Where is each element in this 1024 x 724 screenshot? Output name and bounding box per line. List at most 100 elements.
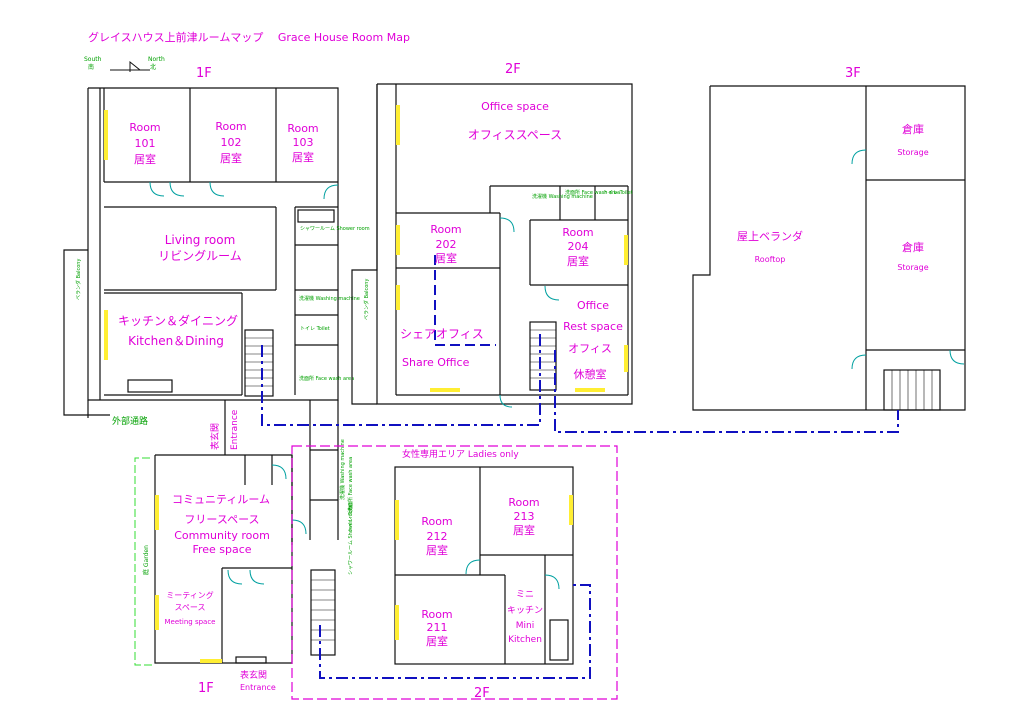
room-211: Room 211 居室 — [421, 608, 452, 648]
main-1f — [63, 87, 339, 540]
plan-label: Room — [129, 121, 160, 134]
plan-label: Storage — [897, 263, 928, 272]
share-office-jp: シェアオフィス — [400, 327, 484, 341]
meeting-space: ミーティング スペース Meeting space — [165, 590, 216, 626]
storage-2: 倉庫 Storage — [897, 240, 928, 272]
plan-label: 102 — [221, 136, 242, 149]
plan-label: Kitchen — [508, 635, 542, 645]
toilet-2f: トイレ Toilet — [603, 190, 633, 196]
plan-label: 居室 — [513, 523, 535, 537]
plan-label: 居室 — [426, 543, 448, 557]
floor-1f-top: 1F — [196, 66, 212, 81]
garden-label: 庭 Garden — [142, 545, 150, 575]
entrance-annex-en: Entrance — [240, 683, 276, 692]
plan-label: 倉庫 — [902, 240, 924, 254]
floor-3f-top: 3F — [845, 66, 861, 81]
compass: South 南 North 北 — [84, 56, 165, 72]
plan-label: Office space — [481, 100, 549, 113]
plan-label: Kitchen＆Dining — [128, 334, 224, 348]
share-office-en: Share Office — [402, 356, 470, 369]
office-rest-space: Office Rest space オフィス 休憩室 — [563, 299, 623, 381]
plan-label: 居室 — [292, 150, 314, 164]
plan-label: Room — [215, 120, 246, 133]
community-room: コミュニティルーム フリースペース Community room Free sp… — [172, 493, 270, 556]
face-wash-1f: 洗面所 Face wash area — [299, 375, 354, 382]
stair-connection-lines — [261, 330, 899, 679]
plan-label: 屋上ベランダ — [737, 229, 803, 243]
plan-label: キッチン — [507, 605, 543, 616]
washing-1f: 洗濯機 Washing machine — [299, 295, 360, 302]
plan-label: 202 — [436, 238, 457, 251]
compass-south: South — [84, 56, 102, 63]
room-213: Room 213 居室 — [508, 496, 539, 537]
room-212: Room 212 居室 — [421, 515, 452, 557]
plan-label: Rest space — [563, 320, 623, 333]
plan-label: 213 — [514, 510, 535, 523]
compass-north: North — [148, 56, 165, 63]
face-wash-2f: 洗面所 Face wash area — [565, 189, 620, 196]
plan-label: オフィススペース — [468, 128, 562, 142]
plan-label: スペース — [174, 603, 205, 612]
shower-1f: シャワールーム Shower room — [300, 226, 370, 232]
plan-label: Community room — [174, 529, 270, 542]
room-202: Room 202 居室 — [430, 223, 461, 265]
office-space: Office space オフィススペース — [468, 100, 562, 142]
washing-annex: 洗濯機 Washing machine — [339, 439, 346, 500]
floor-3f — [692, 85, 966, 411]
plan-label: 204 — [568, 240, 589, 253]
plan-label: Room — [287, 122, 318, 135]
room-101: Room 101 居室 — [129, 121, 160, 166]
plan-label: Free space — [192, 543, 251, 556]
plan-label: 居室 — [134, 152, 156, 166]
plan-label: 倉庫 — [902, 122, 924, 136]
plan-label: リビングルーム — [158, 249, 242, 263]
kitchen-dining: キッチン＆ダイニング Kitchen＆Dining — [118, 313, 238, 348]
plan-label: Storage — [897, 148, 928, 157]
toilet-annex: トイレ Toilet — [348, 502, 354, 532]
plan-label: ミーティング — [166, 590, 214, 600]
balcony-1f: ベランダ Balcony — [75, 259, 82, 300]
balcony-2f: ベランダ Balcony — [363, 279, 370, 320]
plan-label: Living room — [165, 233, 236, 247]
annex-1f — [134, 449, 338, 666]
annex-2f — [394, 466, 574, 665]
storage-1: 倉庫 Storage — [897, 122, 928, 157]
face-wash-annex: 洗面所 Face wash area — [347, 457, 354, 512]
plan-label: 101 — [135, 137, 156, 150]
plan-label: フリースペース — [184, 513, 259, 526]
plan-label: 休憩室 — [574, 367, 607, 381]
floor-1f-bottom: 1F — [198, 681, 214, 696]
plan-label: 211 — [427, 621, 448, 634]
plan-label: 居室 — [426, 634, 448, 648]
rooftop: 屋上ベランダ Rooftop — [737, 229, 803, 264]
page-title: グレイスハウス上前津ルームマップ Grace House Room Map — [88, 30, 410, 44]
room-204: Room 204 居室 — [562, 226, 593, 268]
plan-label: オフィス — [568, 342, 612, 355]
ladies-only-label: 女性専用エリア Ladies only — [402, 448, 519, 460]
plan-label: Room — [430, 223, 461, 236]
outer-path: 外部通路 — [112, 415, 148, 427]
plan-label: Room — [508, 496, 539, 509]
entrance-annex-jp: 表玄関 — [240, 669, 267, 681]
toilet-1f: トイレ Toilet — [300, 326, 330, 332]
plan-label: キッチン＆ダイニング — [118, 313, 238, 328]
plan-label: 212 — [427, 530, 448, 543]
plan-label: Room — [421, 515, 452, 528]
mini-kitchen: ミニ キッチン Mini Kitchen — [507, 590, 543, 645]
floor-2f-bottom: 2F — [474, 686, 490, 701]
entrance-1f-jp: 表玄関 — [209, 423, 221, 450]
room-102: Room 102 居室 — [215, 120, 246, 165]
living-room: Living room リビングルーム — [158, 233, 242, 263]
plan-label: Rooftop — [755, 255, 786, 264]
compass-north-jp: 北 — [150, 63, 156, 71]
plan-label: コミュニティルーム — [172, 493, 270, 506]
shower-annex: シャワールーム Shower room — [348, 505, 354, 575]
ladies-area-border — [291, 445, 618, 700]
main-2f — [351, 83, 633, 408]
plan-label: Room — [421, 608, 452, 621]
entrance-1f-en: Entrance — [230, 409, 240, 450]
room-103: Room 103 居室 — [287, 122, 318, 164]
plan-label: ミニ — [516, 590, 534, 600]
plan-label: 居室 — [220, 151, 242, 165]
